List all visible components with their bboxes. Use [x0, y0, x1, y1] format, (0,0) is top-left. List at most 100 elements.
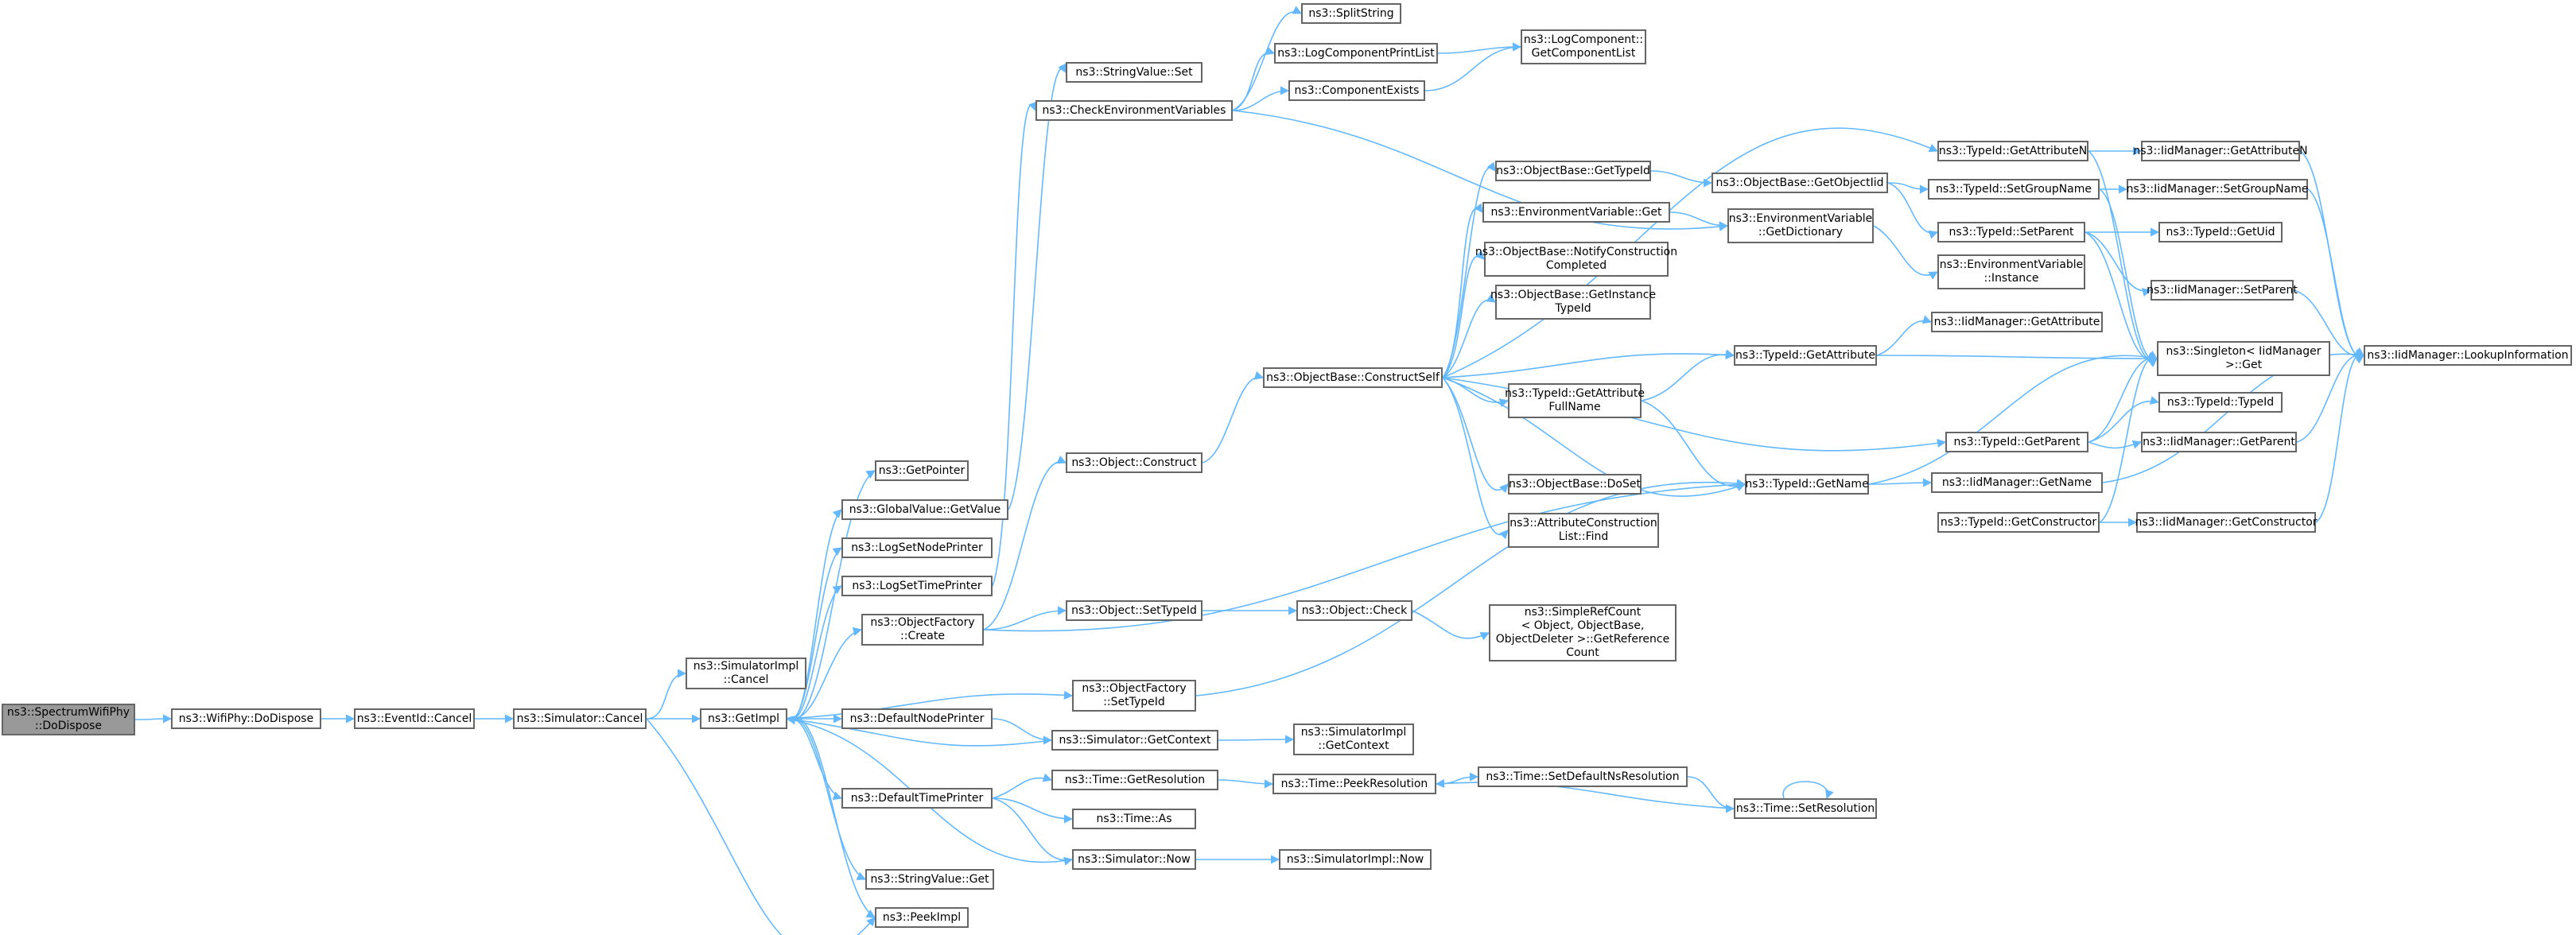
node-label: ns3::IidManager::GetConstructor — [2135, 515, 2318, 529]
node-objconstruct[interactable]: ns3::Object::Construct — [1066, 452, 1203, 473]
edge-obconstructself-to-obdoset — [1442, 377, 1509, 494]
node-timegetres[interactable]: ns3::Time::GetResolution — [1051, 770, 1218, 790]
node-iidsetgroup[interactable]: ns3::IidManager::SetGroupName — [2127, 179, 2308, 200]
node-iidgetparent[interactable]: ns3::IidManager::GetParent — [2141, 432, 2297, 452]
node-objcheck[interactable]: ns3::Object::Check — [1296, 600, 1412, 621]
node-eventid[interactable]: ns3::EventId::Cancel — [354, 708, 475, 729]
node-tidgetattrn[interactable]: ns3::TypeId::GetAttributeN — [1937, 141, 2088, 161]
node-label: ns3::Time::As — [1096, 812, 1172, 825]
node-spectrum: ns3::SpectrumWifiPhy::DoDispose — [2, 704, 135, 735]
node-simimplnow[interactable]: ns3::SimulatorImpl::Now — [1279, 849, 1432, 870]
node-getpointer[interactable]: ns3::GetPointer — [875, 460, 969, 481]
edge-timesetres-to-timesetres — [1782, 781, 1834, 800]
node-label: ::SetTypeId — [1103, 696, 1165, 708]
node-obdoset[interactable]: ns3::ObjectBase::DoSet — [1508, 474, 1642, 495]
node-iidlookup[interactable]: ns3::IidManager::LookupInformation — [2364, 345, 2572, 366]
node-ofcreate[interactable]: ns3::ObjectFactory::Create — [861, 614, 984, 646]
node-gvgetvalue[interactable]: ns3::GlobalValue::GetValue — [841, 499, 1008, 520]
node-label: ns3::SimpleRefCount — [1524, 606, 1642, 619]
node-peekres[interactable]: ns3::Time::PeekResolution — [1272, 774, 1436, 794]
node-label: < Object, ObjectBase, — [1521, 619, 1645, 632]
node-ofsettypeid[interactable]: ns3::ObjectFactory::SetTypeId — [1072, 680, 1196, 712]
node-tidgetname[interactable]: ns3::TypeId::GetName — [1745, 474, 1869, 495]
node-label: ns3::AttributeConstruction — [1509, 517, 1657, 530]
node-tidgetparent[interactable]: ns3::TypeId::GetParent — [1945, 432, 2088, 452]
node-timesetres[interactable]: ns3::Time::SetResolution — [1734, 798, 1877, 819]
node-tidgetuid[interactable]: ns3::TypeId::GetUid — [2158, 222, 2283, 242]
node-simgetcontext[interactable]: ns3::Simulator::GetContext — [1051, 730, 1218, 751]
node-label: ns3::WifiPhy::DoDispose — [178, 712, 314, 725]
edge-tidgetattr-to-singletonget — [1876, 354, 2158, 363]
edge-tidgetname-to-iidgetname — [1868, 478, 1933, 487]
node-defnodeprinter[interactable]: ns3::DefaultNodePrinter — [841, 708, 993, 729]
edge-envgetdict-to-envinstance — [1873, 225, 1938, 280]
node-label: ns3::IidManager::SetParent — [2147, 283, 2298, 297]
node-tidgetctor[interactable]: ns3::TypeId::GetConstructor — [1937, 512, 2100, 533]
node-tidgetattr[interactable]: ns3::TypeId::GetAttribute — [1734, 345, 1877, 366]
node-label: Count — [1566, 646, 1599, 659]
edge-getimpl-to-ofsettypeid — [787, 690, 1074, 720]
node-tidsetgroup[interactable]: ns3::TypeId::SetGroupName — [1928, 179, 2100, 200]
node-svset[interactable]: ns3::StringValue::Set — [1066, 62, 1203, 83]
node-simcancel[interactable]: ns3::Simulator::Cancel — [513, 708, 647, 729]
node-label: ns3::SimulatorImpl::Now — [1286, 852, 1424, 866]
node-label: ns3::IidManager::GetName — [1941, 475, 2092, 489]
node-iidgetattr[interactable]: ns3::IidManager::GetAttribute — [1931, 312, 2103, 332]
edge-tidgetattrfull-to-tidgetname — [1641, 400, 1746, 491]
node-timeas[interactable]: ns3::Time::As — [1072, 809, 1196, 829]
node-obgettypeid[interactable]: ns3::ObjectBase::GetTypeId — [1495, 161, 1651, 181]
node-setdefaultns[interactable]: ns3::Time::SetDefaultNsResolution — [1478, 766, 1688, 787]
node-tidtypeid[interactable]: ns3::TypeId::TypeId — [2158, 392, 2283, 413]
node-simimplcancel[interactable]: ns3::SimulatorImpl::Cancel — [686, 658, 806, 689]
node-label: ns3::EventId::Cancel — [356, 712, 472, 725]
node-obgetobjtid[interactable]: ns3::ObjectBase::GetObjectIid — [1712, 173, 1888, 193]
node-iidgetctor[interactable]: ns3::IidManager::GetConstructor — [2135, 512, 2318, 533]
node-getimpl[interactable]: ns3::GetImpl — [700, 708, 787, 729]
node-singletonget[interactable]: ns3::Singleton< IidManager>::Get — [2157, 341, 2330, 376]
edge-simgetcontext-to-simimplgetctx — [1218, 735, 1295, 744]
node-iidgetattrn[interactable]: ns3::IidManager::GetAttributeN — [2133, 141, 2308, 161]
node-simimplgetctx[interactable]: ns3::SimulatorImpl::GetContext — [1293, 724, 1414, 755]
edge-ofcreate-to-tidgetname — [983, 479, 1746, 632]
node-logcompgetlist[interactable]: ns3::LogComponent::GetComponentList — [1521, 29, 1646, 64]
node-label: ns3::TypeId::GetAttribute — [1735, 348, 1875, 362]
node-envget[interactable]: ns3::EnvironmentVariable::Get — [1482, 202, 1670, 223]
edge-defnodeprinter-to-simgetcontext — [992, 718, 1053, 745]
node-peekimpl[interactable]: ns3::PeekImpl — [875, 907, 969, 928]
node-envinstance[interactable]: ns3::EnvironmentVariable::Instance — [1937, 254, 2085, 289]
node-logsettime[interactable]: ns3::LogSetTimePrinter — [841, 576, 993, 596]
edge-iidgetctor-to-iidlookup — [2315, 347, 2364, 523]
node-svget[interactable]: ns3::StringValue::Get — [865, 869, 994, 890]
edge-obconstructself-to-acfind — [1442, 377, 1509, 540]
node-label: ns3::LogComponent:: — [1523, 33, 1644, 46]
node-label: ns3::EnvironmentVariable — [1939, 258, 2084, 271]
node-logcompprint[interactable]: ns3::LogComponentPrintList — [1274, 43, 1438, 64]
node-wifiphy[interactable]: ns3::WifiPhy::DoDispose — [171, 708, 321, 729]
node-tidsetparent[interactable]: ns3::TypeId::SetParent — [1937, 222, 2085, 242]
node-obconstructself[interactable]: ns3::ObjectBase::ConstructSelf — [1263, 367, 1443, 388]
node-deftimeprinter[interactable]: ns3::DefaultTimePrinter — [841, 788, 993, 809]
node-simnow[interactable]: ns3::Simulator::Now — [1072, 849, 1196, 870]
node-envgetdict[interactable]: ns3::EnvironmentVariable::GetDictionary — [1727, 208, 1874, 243]
node-iidsetparent[interactable]: ns3::IidManager::SetParent — [2147, 280, 2298, 301]
node-label: Completed — [1545, 259, 1607, 272]
node-label: ::GetDictionary — [1758, 226, 1844, 239]
node-label: ::GetContext — [1318, 739, 1389, 752]
node-objsettypeid[interactable]: ns3::Object::SetTypeId — [1066, 600, 1203, 621]
node-splitstring[interactable]: ns3::SplitString — [1301, 3, 1401, 24]
edge-objconstruct-to-obconstructself — [1202, 371, 1265, 464]
node-iidgetname[interactable]: ns3::IidManager::GetName — [1931, 472, 2103, 493]
edge-tidgetctor-to-singletonget — [2099, 350, 2158, 523]
node-logsetnode[interactable]: ns3::LogSetNodePrinter — [841, 537, 993, 558]
node-checkenv[interactable]: ns3::CheckEnvironmentVariables — [1035, 100, 1233, 121]
node-simplerefcount[interactable]: ns3::SimpleRefCount< Object, ObjectBase,… — [1489, 604, 1677, 661]
node-label: ns3::LogSetTimePrinter — [852, 579, 982, 592]
node-compexists[interactable]: ns3::ComponentExists — [1288, 80, 1425, 101]
node-label: ns3::IidManager::SetGroupName — [2126, 182, 2309, 196]
